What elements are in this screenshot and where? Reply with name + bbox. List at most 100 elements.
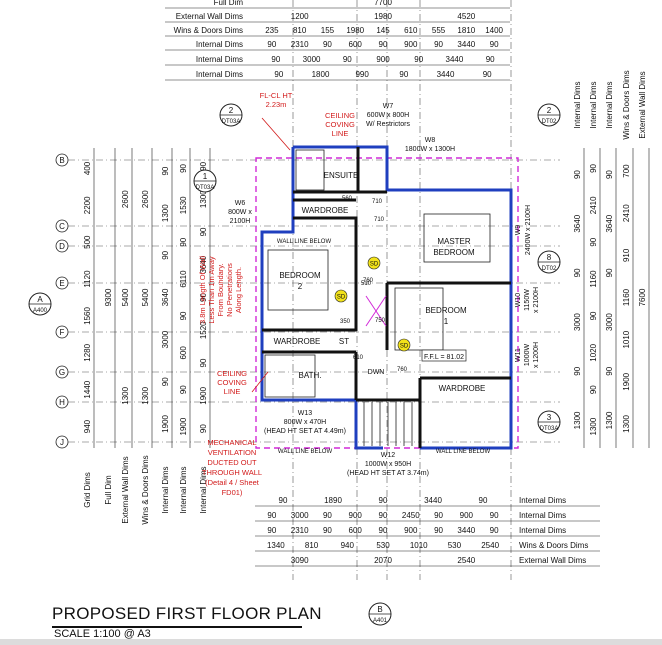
window-w12-line-0: W12 xyxy=(381,452,396,459)
small-dim-2: 710 xyxy=(374,217,385,223)
left-dim-value-0-2: 500 xyxy=(83,235,92,249)
top-dim-value-5-1: 1800 xyxy=(312,70,330,79)
right-dim-value-0-1: 3640 xyxy=(573,214,582,232)
left-dim-value-6-6: 90 xyxy=(199,358,208,367)
top-dim-value-0-0: 7700 xyxy=(374,0,392,7)
small-dim-7: 350 xyxy=(340,319,351,325)
right-dim-value-2-1: 3640 xyxy=(605,214,614,232)
window-w7-line-1: 600W x 800H xyxy=(367,112,409,119)
note-leader-fl-cl xyxy=(261,117,291,151)
room-bedroom-1-line-0: BEDROOM xyxy=(425,306,467,315)
note-coving-top-line-1: COVING xyxy=(325,120,355,129)
right-dim-value-3-3: 1160 xyxy=(622,288,631,306)
left-dim-value-6-1: 1300 xyxy=(199,190,208,208)
top-dim-value-2-2: 155 xyxy=(321,26,335,35)
window-w8-line-0: W8 xyxy=(425,137,436,144)
room-master-bedroom-line-1: BEDROOM xyxy=(433,248,475,257)
bath-walls xyxy=(262,350,358,400)
window-w11-line-1: 1000W xyxy=(524,344,531,367)
top-dim-value-5-4: 3440 xyxy=(437,70,455,79)
left-dim-value-5-4: 90 xyxy=(179,311,188,320)
left-dim-value-2-0: 2600 xyxy=(121,190,130,208)
bottom-dim-value-1-0: 90 xyxy=(267,511,276,520)
left-dim-value-0-0: 400 xyxy=(83,161,92,175)
grid-bubble-G xyxy=(55,365,69,379)
note-ventilation-line-0: MECHANICAL xyxy=(207,438,256,447)
left-dim-value-0-7: 940 xyxy=(83,419,92,433)
grid-bubble-E xyxy=(55,276,69,290)
section-marker-ref-3: DT02 xyxy=(542,266,557,272)
left-dim-value-5-5: 600 xyxy=(179,346,188,360)
left-dim-label-0: Grid Dims xyxy=(83,472,92,508)
ffl-box xyxy=(421,349,467,362)
right-dim-value-1-1: 2410 xyxy=(589,196,598,214)
bottom-dim-value-3-0: 1340 xyxy=(267,541,285,550)
bottom-dim-value-2-5: 900 xyxy=(404,526,418,535)
note-ventilation-line-5: FD01) xyxy=(222,488,243,497)
left-dim-value-5-2: 90 xyxy=(179,237,188,246)
right-dim-label-4: External Wall Dims xyxy=(638,71,647,138)
bottom-dim-value-1-5: 2450 xyxy=(402,511,420,520)
section-marker-ref-2: DT02 xyxy=(542,119,557,125)
bottom-dim-value-4-0: 3090 xyxy=(291,556,309,565)
note-ventilation-line-3: THROUGH WALL xyxy=(202,468,262,477)
bottom-dim-value-3-3: 530 xyxy=(376,541,390,550)
right-dim-value-1-2: 90 xyxy=(589,237,598,246)
left-dim-value-4-0: 90 xyxy=(161,166,170,175)
section-marker-id-5: A xyxy=(37,295,43,304)
room-bedroom-2-line-0: BEDROOM xyxy=(279,271,321,280)
grid-bubble-F xyxy=(55,325,69,339)
bottom-dim-value-2-1: 2310 xyxy=(291,526,309,535)
right-dim-value-0-0: 90 xyxy=(573,170,582,179)
grid-label-C: C xyxy=(59,222,65,231)
window-w7-line-2: W/ Restrictors xyxy=(366,121,410,128)
bottom-dim-value-1-6: 90 xyxy=(434,511,443,520)
top-dim-value-4-2: 90 xyxy=(343,55,352,64)
top-dim-value-3-8: 90 xyxy=(490,40,499,49)
window-w12-line-2: (HEAD HT SET AT 3.74m) xyxy=(347,470,429,477)
top-dim-value-5-3: 90 xyxy=(399,70,408,79)
top-dim-value-5-2: 990 xyxy=(355,70,369,79)
room-master-bedroom-line-0: MASTER xyxy=(437,237,471,246)
left-dim-value-6-8: 90 xyxy=(199,424,208,433)
small-dim-1: 710 xyxy=(372,199,383,205)
note-fl-cl-line-1: 2.23m xyxy=(266,100,287,109)
small-dim-5: 750 xyxy=(375,318,386,324)
room-wardrobe-mid: WARDROBE xyxy=(274,337,321,346)
bottom-dim-value-1-8: 90 xyxy=(490,511,499,520)
right-dim-value-2-0: 90 xyxy=(605,170,614,179)
top-dim-value-2-8: 1400 xyxy=(485,26,503,35)
left-dim-value-5-0: 90 xyxy=(179,163,188,172)
window-w6-line-2: 2100H xyxy=(230,218,251,225)
bottom-dim-label-2: Internal Dims xyxy=(519,526,566,535)
right-dim-value-0-3: 3000 xyxy=(573,313,582,331)
left-dim-label-3: Wins & Doors Dims xyxy=(141,455,150,524)
bedroom1-bed xyxy=(394,287,444,351)
grid-label-E: E xyxy=(59,279,64,288)
room-wardrobe-bottom: WARDROBE xyxy=(439,384,486,393)
grid-bubble-B xyxy=(55,153,69,167)
bottom-dim-value-2-0: 90 xyxy=(267,526,276,535)
note-ventilation-line-1: VENTILATION xyxy=(208,448,257,457)
bottom-dim-value-1-3: 900 xyxy=(349,511,363,520)
ensuite-walls xyxy=(293,147,387,202)
stair-treads xyxy=(363,402,413,446)
section-marker-id-6: B xyxy=(377,605,382,614)
right-dim-label-2: Internal Dims xyxy=(605,81,614,128)
left-dim-value-5-1: 1530 xyxy=(179,196,188,214)
top-dim-value-5-5: 90 xyxy=(483,70,492,79)
right-dim-value-2-2: 90 xyxy=(605,268,614,277)
left-dim-value-6-5: 1520 xyxy=(199,321,208,339)
smoke-detector-label-1: SD xyxy=(337,295,346,301)
note-wall-line-1: Less Than 1m Away xyxy=(207,256,216,324)
bottom-dim-label-3: Wins & Doors Dims xyxy=(519,541,588,550)
right-dim-value-2-3: 3000 xyxy=(605,313,614,331)
left-dim-value-4-5: 90 xyxy=(161,377,170,386)
left-dim-value-6-7: 1900 xyxy=(199,386,208,404)
left-dim-value-6-3: 3640 xyxy=(199,255,208,273)
grid-bubble-D xyxy=(55,239,69,253)
right-dim-value-3-0: 700 xyxy=(622,164,631,178)
note-coving-bottom-line-0: CEILING xyxy=(217,369,247,378)
